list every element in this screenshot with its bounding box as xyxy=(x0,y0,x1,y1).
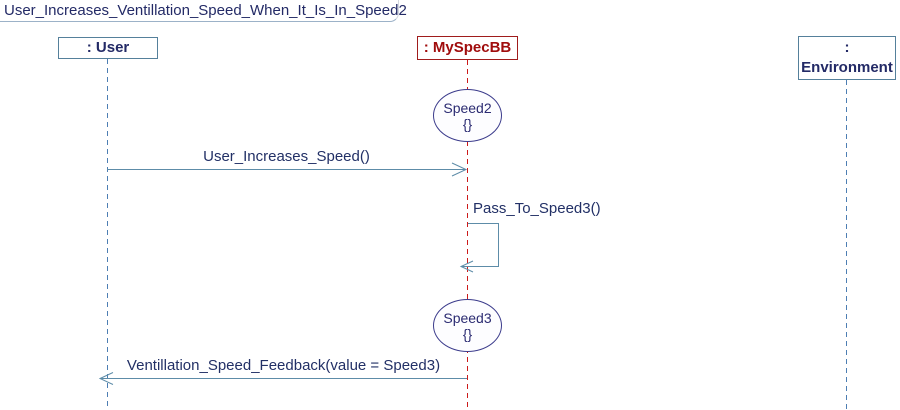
state-detail: {} xyxy=(462,325,473,342)
message-label-pass-to-speed3[interactable]: Pass_To_Speed3() xyxy=(473,200,601,217)
message-label-ventillation-feedback[interactable]: Ventillation_Speed_Feedback(value = Spee… xyxy=(126,357,441,374)
message-label-user-increases-speed[interactable]: User_Increases_Speed() xyxy=(203,148,370,165)
state-detail: {} xyxy=(462,115,473,132)
lifeline-head-environment[interactable]: : Environment xyxy=(798,36,896,80)
lifeline-head-user[interactable]: : User xyxy=(58,37,158,59)
message-ventillation-feedback-arrow[interactable] xyxy=(98,372,467,385)
arrowhead-right-icon xyxy=(451,162,468,177)
arrowhead-left-icon xyxy=(98,372,114,385)
state-name: Speed2 xyxy=(443,99,492,116)
diagram-title: User_Increases_Ventillation_Speed_When_I… xyxy=(4,2,407,19)
state-mark-speed3[interactable]: Speed3 {} xyxy=(433,299,502,352)
diagram-title-tab[interactable]: User_Increases_Ventillation_Speed_When_I… xyxy=(0,0,407,22)
arrowhead-left-icon xyxy=(459,260,474,273)
state-name: Speed3 xyxy=(443,309,492,326)
message-user-increases-speed-arrow[interactable] xyxy=(107,162,468,177)
message-pass-to-speed3-arrow[interactable] xyxy=(459,223,499,273)
state-mark-speed2[interactable]: Speed2 {} xyxy=(433,89,502,142)
lifeline-head-myspecbb[interactable]: : MySpecBB xyxy=(417,36,518,60)
